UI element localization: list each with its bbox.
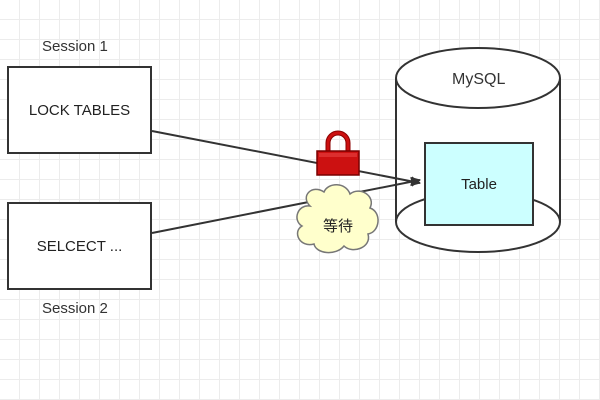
select-box: SELCECT ...	[7, 202, 152, 290]
table-box: Table	[424, 142, 534, 226]
session-2-label: Session 2	[42, 300, 108, 317]
select-text: SELCECT ...	[36, 237, 123, 255]
mysql-label: MySQL	[452, 71, 506, 88]
wait-text: 等待	[322, 216, 353, 235]
table-label: Table	[461, 175, 497, 193]
wait-arrow	[151, 176, 421, 234]
lock-arrow	[151, 130, 421, 187]
wait-bubble	[296, 184, 379, 254]
lock-tables-text: LOCK TABLES	[28, 101, 131, 119]
session-1-label: Session 1	[42, 38, 108, 55]
lock-tables-box: LOCK TABLES	[7, 66, 152, 154]
padlock-icon	[316, 130, 360, 176]
